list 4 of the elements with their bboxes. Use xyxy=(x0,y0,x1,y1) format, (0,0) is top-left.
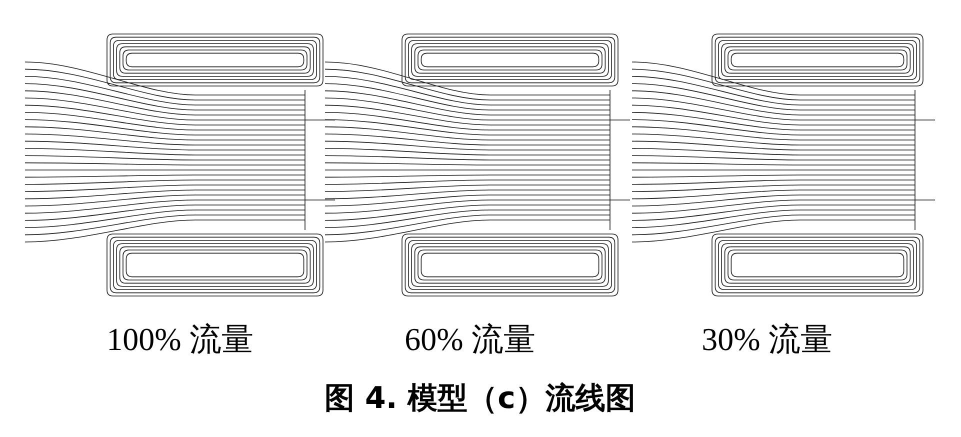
flow-label: 60% 流量 xyxy=(404,320,536,359)
flow-label: 30% 流量 xyxy=(702,320,832,359)
flow-label: 100% 流量 xyxy=(106,320,254,359)
caption: 图 4. 模型（c）流线图 xyxy=(324,380,636,418)
